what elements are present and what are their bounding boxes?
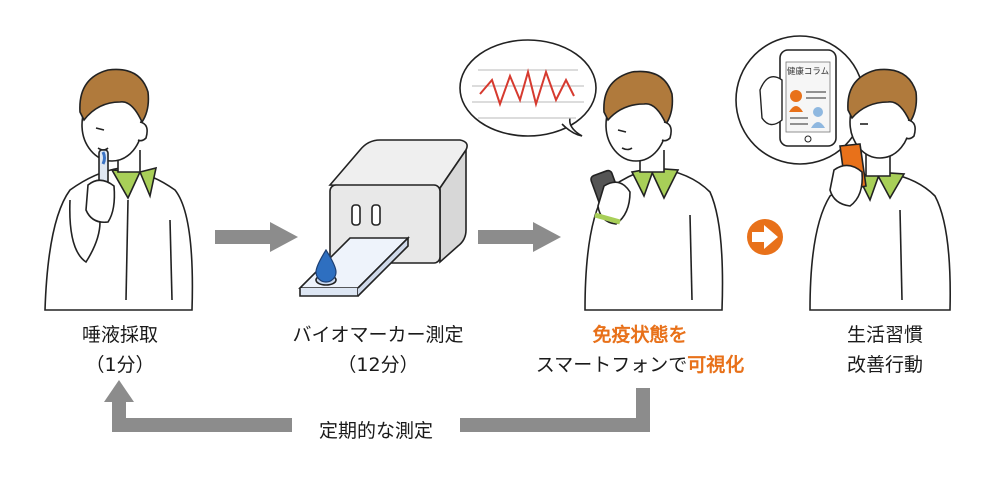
step-2-line1: バイオマーカー測定 <box>292 324 464 346</box>
step-3-line2-highlight: 可視化 <box>687 354 745 376</box>
step-2-caption: バイオマーカー測定 （12分） <box>268 320 488 380</box>
step-4-line2: 改善行動 <box>846 354 923 376</box>
gray-right-arrow-1 <box>215 222 298 252</box>
person-phone-icon <box>584 70 724 311</box>
step-1-line2: （1分） <box>85 354 155 376</box>
step-1-caption: 唾液採取 （1分） <box>40 320 200 380</box>
gray-right-arrow-2 <box>478 222 561 252</box>
person-drinking-icon <box>809 68 952 311</box>
saliva-drop-icon <box>315 248 337 283</box>
phone-screen-icon <box>735 35 865 165</box>
phone-screen-title: 健康コラム <box>787 66 829 77</box>
step-2-line2: （12分） <box>337 354 419 376</box>
step-3-line2-prefix: スマートフォンで <box>535 354 688 376</box>
step-3-caption: 免疫状態を スマートフォンで可視化 <box>520 320 760 380</box>
step-3-line1-highlight: 免疫状態を <box>592 324 688 346</box>
person-spitting-icon <box>44 68 194 311</box>
step-1-line1: 唾液採取 <box>81 324 158 346</box>
step-4-line1: 生活習慣 <box>846 324 923 346</box>
test-device-icon <box>298 139 468 297</box>
speech-bubble-chart-icon <box>459 39 597 137</box>
orange-right-arrow-icon <box>747 219 783 255</box>
loop-label: 定期的な測定 <box>292 414 460 448</box>
step-4-caption: 生活習慣 改善行動 <box>820 320 950 380</box>
